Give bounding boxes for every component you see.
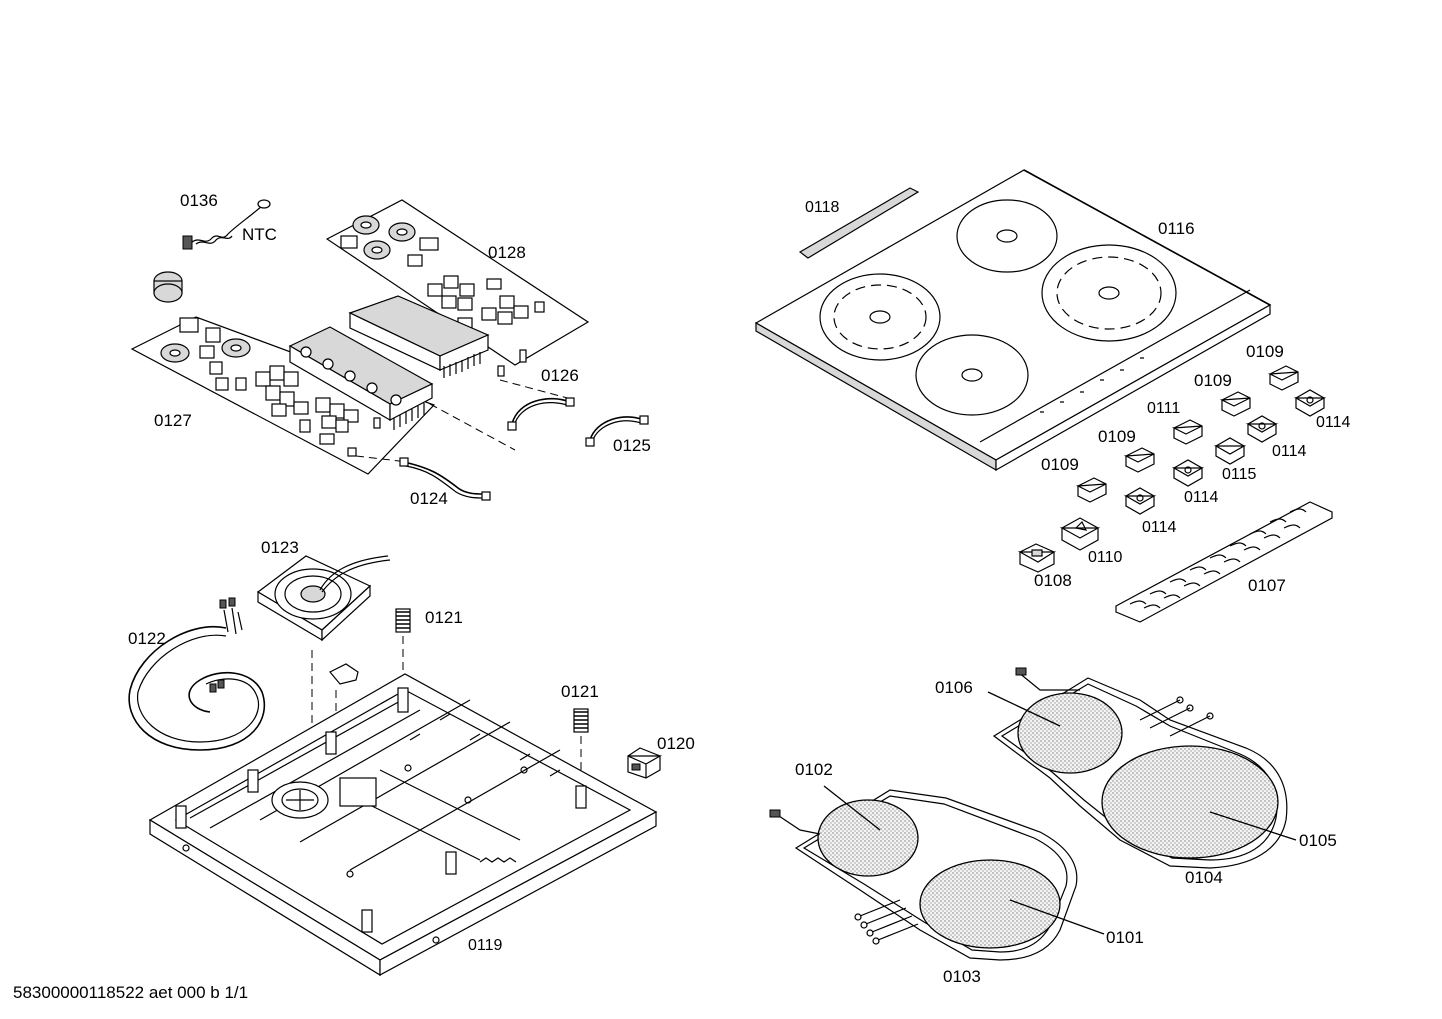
label-0102: 0102 xyxy=(795,760,833,779)
label-0114-b: 0114 xyxy=(1272,443,1307,460)
document-id-footer: 58300000118522 aet 000 b 1/1 xyxy=(13,983,248,1002)
seal-strip xyxy=(798,187,920,259)
label-0101: 0101 xyxy=(1106,928,1144,947)
label-0126: 0126 xyxy=(541,366,579,385)
label-0125: 0125 xyxy=(613,436,651,455)
label-0136: 0136 xyxy=(180,191,218,210)
clip xyxy=(329,663,359,685)
label-0115: 0115 xyxy=(1222,466,1257,483)
capacitor-blocks xyxy=(340,235,545,377)
label-0114-c: 0114 xyxy=(1184,489,1219,506)
label-0103: 0103 xyxy=(943,967,981,986)
label-0110: 0110 xyxy=(1088,549,1123,566)
base-housing xyxy=(148,673,658,977)
heatsink-upper xyxy=(348,295,490,378)
label-0118: 0118 xyxy=(805,199,840,216)
ntc-sensor xyxy=(182,199,271,250)
cable-0124 xyxy=(399,457,491,501)
cooling-fan xyxy=(256,555,391,642)
label-0109-d: 0109 xyxy=(1041,455,1079,474)
label-0104: 0104 xyxy=(1185,868,1223,887)
leader-lines xyxy=(823,691,1297,935)
cable-0126 xyxy=(507,397,575,431)
toroid-coil-loose xyxy=(153,271,183,303)
cable-0125 xyxy=(585,415,649,447)
label-0109-b: 0109 xyxy=(1194,371,1232,390)
label-0106: 0106 xyxy=(935,678,973,697)
toroid-coils xyxy=(352,215,416,260)
label-0128: 0128 xyxy=(488,243,526,262)
label-ntc: NTC xyxy=(242,225,277,244)
spring-lower xyxy=(573,708,589,733)
label-0121-b: 0121 xyxy=(561,682,599,701)
spring-upper xyxy=(395,608,411,633)
power-board-lower xyxy=(130,271,436,475)
label-0107: 0107 xyxy=(1248,576,1286,595)
label-0120: 0120 xyxy=(657,734,695,753)
control-buttons xyxy=(1017,365,1327,573)
label-0109-c: 0109 xyxy=(1098,427,1136,446)
lower-components xyxy=(179,317,381,457)
label-0114-a: 0114 xyxy=(1316,414,1351,431)
label-0122: 0122 xyxy=(128,629,166,648)
ceramic-cooktop xyxy=(754,169,1272,472)
label-0111: 0111 xyxy=(1147,400,1180,417)
connector-block xyxy=(627,747,663,779)
part-labels: 0136 NTC 0128 0127 0126 0125 0124 0118 0… xyxy=(128,191,1351,986)
power-cable xyxy=(128,597,266,751)
control-board xyxy=(1115,501,1333,623)
label-0109-a: 0109 xyxy=(1246,342,1284,361)
heatsink-lower xyxy=(288,326,434,430)
coil-carrier-right xyxy=(992,667,1288,869)
label-0105: 0105 xyxy=(1299,831,1337,850)
power-board-upper xyxy=(325,199,590,378)
label-0121-a: 0121 xyxy=(425,608,463,627)
label-0124: 0124 xyxy=(410,489,448,508)
label-0119: 0119 xyxy=(468,937,503,954)
label-0127: 0127 xyxy=(154,411,192,430)
label-0114-d: 0114 xyxy=(1142,519,1177,536)
label-0108: 0108 xyxy=(1034,571,1072,590)
label-0123: 0123 xyxy=(261,538,299,557)
standoff-posts xyxy=(175,687,587,933)
label-0116: 0116 xyxy=(1158,219,1195,238)
coil-carrier-left xyxy=(769,789,1078,961)
